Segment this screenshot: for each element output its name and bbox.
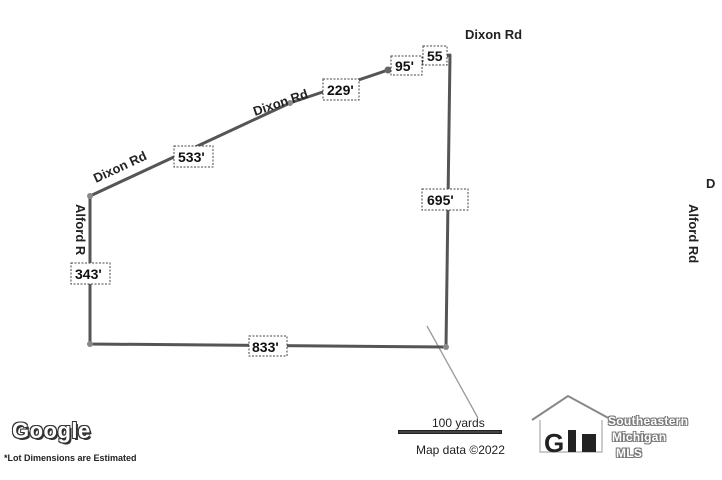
mls-line-1: Southeastern <box>608 414 689 428</box>
dimension-label-343: 343' <box>70 262 111 285</box>
dimension-label-533: 533' <box>173 145 214 168</box>
map-data-attribution: Map data ©2022 <box>416 443 505 457</box>
vertex-marker <box>287 100 293 106</box>
svg-text:G: G <box>544 428 564 458</box>
mls-line-3: MLS <box>616 446 643 460</box>
road-line <box>426 325 479 419</box>
road-label-fragment: D <box>706 176 715 191</box>
dimension-label-695: 695' <box>421 188 469 211</box>
vertex-marker <box>384 66 392 74</box>
mls-logo: G Southeastern Michigan MLS <box>530 394 710 464</box>
svg-text:55: 55 <box>427 48 443 64</box>
svg-text:695': 695' <box>427 192 454 208</box>
svg-text:95': 95' <box>395 58 414 74</box>
mls-line-2: Michigan <box>612 430 667 444</box>
lot-dimensions-note: *Lot Dimensions are Estimated <box>4 453 137 463</box>
road-label-dixon-left: Dixon Rd <box>91 148 149 186</box>
svg-text:833': 833' <box>252 339 279 355</box>
google-logo: Google <box>12 418 91 443</box>
svg-text:343': 343' <box>75 266 102 282</box>
vertex-marker <box>87 193 93 199</box>
road-label-alford-right: Alford Rd <box>686 204 701 263</box>
road-label-alford-left: Alford R <box>73 204 88 256</box>
dimension-label-95: 95' <box>390 55 423 76</box>
dimension-label-833: 833' <box>248 335 288 357</box>
dimension-label-55: 55 <box>422 45 448 66</box>
vertex-marker <box>87 341 93 347</box>
dimension-label-229: 229' <box>322 78 360 101</box>
vertex-marker <box>443 344 449 350</box>
house-roof-icon: G <box>531 394 613 458</box>
scale-label: 100 yards <box>432 416 485 430</box>
scale-bar <box>398 430 502 434</box>
road-label-dixon-upper: Dixon Rd <box>251 86 310 119</box>
svg-text:533': 533' <box>178 149 205 165</box>
svg-text:229': 229' <box>327 82 354 98</box>
road-label-dixon-top: Dixon Rd <box>465 27 522 42</box>
